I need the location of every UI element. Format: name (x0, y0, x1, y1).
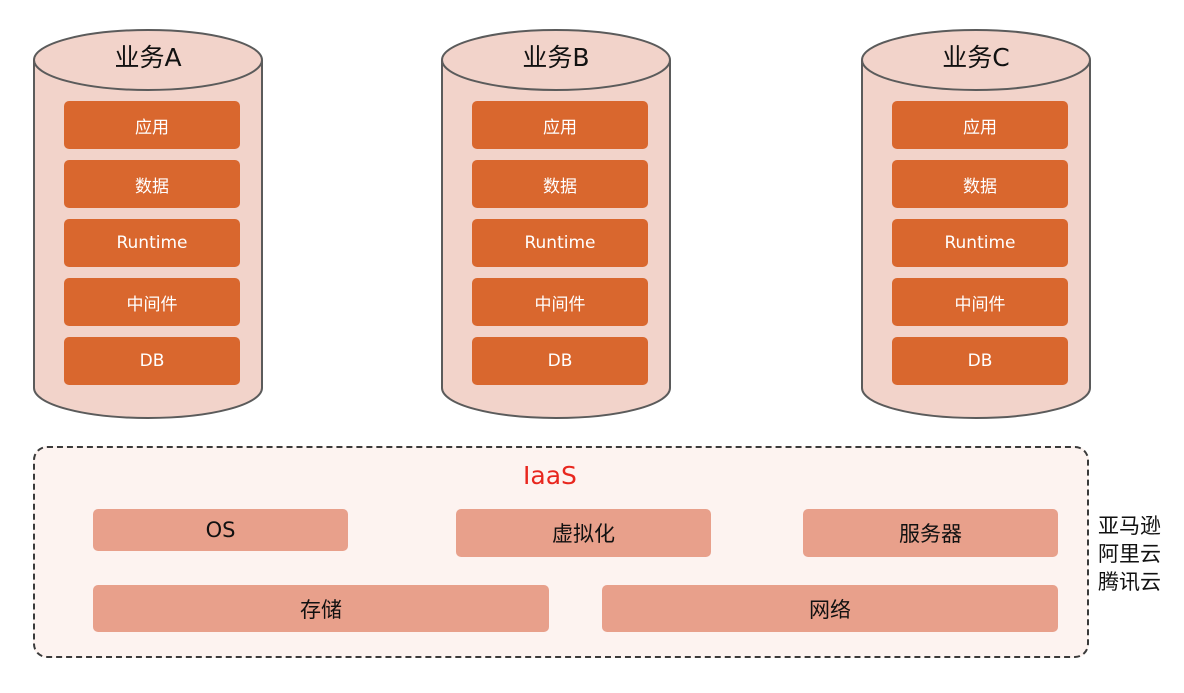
iaas-item-network: 网络 (602, 585, 1058, 632)
business-stack-b: 业务B 应用 数据 Runtime 中间件 DB (440, 28, 672, 420)
provider-list: 亚马逊 阿里云 腾讯云 (1098, 512, 1182, 596)
layer-db: DB (64, 337, 240, 385)
layer-middleware: 中间件 (64, 278, 240, 326)
layer-db: DB (472, 337, 648, 385)
layer-runtime: Runtime (472, 219, 648, 267)
provider-item: 腾讯云 (1098, 570, 1161, 594)
business-title: 业务A (114, 43, 182, 72)
provider-item: 亚马逊 (1098, 514, 1161, 538)
business-stack-c: 业务C 应用 数据 Runtime 中间件 DB (860, 28, 1092, 420)
layer-runtime: Runtime (892, 219, 1068, 267)
iaas-item-storage: 存储 (93, 585, 549, 632)
layer-runtime: Runtime (64, 219, 240, 267)
provider-item: 阿里云 (1098, 542, 1161, 566)
business-title: 业务B (522, 43, 590, 72)
layer-middleware: 中间件 (472, 278, 648, 326)
iaas-title: IaaS (523, 461, 577, 490)
iaas-item-server: 服务器 (803, 509, 1058, 557)
iaas-item-virtualization: 虚拟化 (456, 509, 711, 557)
layer-application: 应用 (472, 101, 648, 149)
iaas-item-os: OS (93, 509, 348, 551)
business-title: 业务C (942, 43, 1010, 72)
layer-middleware: 中间件 (892, 278, 1068, 326)
layer-application: 应用 (64, 101, 240, 149)
layer-data: 数据 (64, 160, 240, 208)
business-stack-a: 业务A 应用 数据 Runtime 中间件 DB (32, 28, 264, 420)
layer-application: 应用 (892, 101, 1068, 149)
layer-db: DB (892, 337, 1068, 385)
layer-data: 数据 (892, 160, 1068, 208)
layer-data: 数据 (472, 160, 648, 208)
